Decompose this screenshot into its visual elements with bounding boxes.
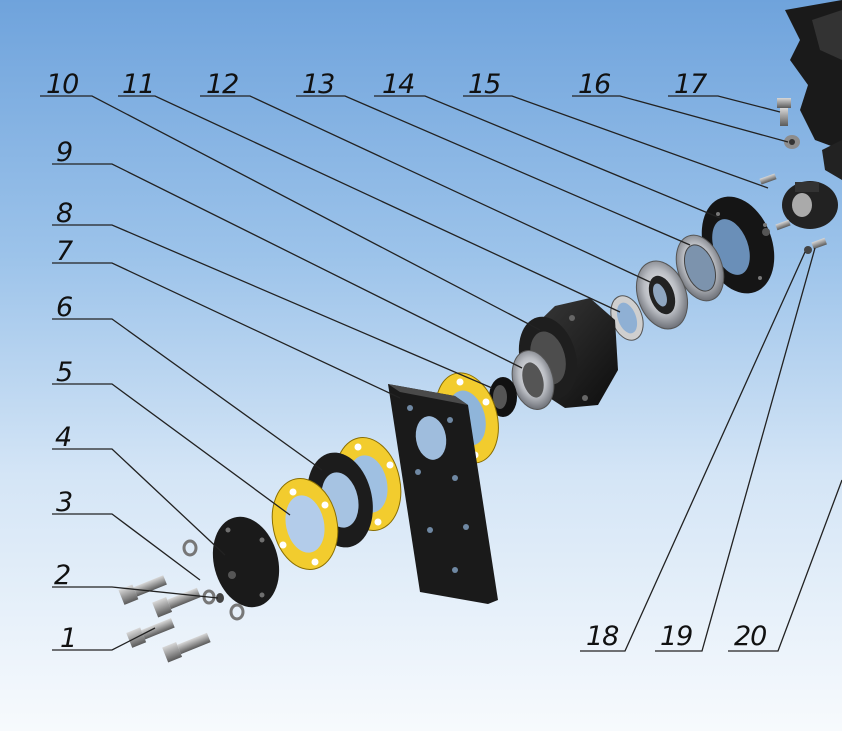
leader-20 — [728, 479, 842, 652]
part-16-nut — [784, 135, 800, 149]
leader-14 — [374, 95, 721, 219]
callout-11: 11 — [122, 69, 154, 100]
leader-8 — [52, 224, 493, 389]
callout-13: 13 — [302, 69, 334, 100]
callout-16: 16 — [578, 69, 610, 100]
callout-10: 10 — [46, 69, 78, 100]
callout-14: 14 — [382, 69, 414, 100]
leader-5 — [52, 383, 291, 516]
callout-9: 9 — [56, 137, 72, 168]
part-13-bearing — [635, 260, 689, 330]
leader-4 — [52, 448, 226, 556]
part-3-cover-plate — [212, 516, 280, 608]
leader-11 — [118, 95, 621, 313]
part-9-sleeve — [489, 377, 517, 417]
part-16-hub — [782, 181, 838, 229]
callout-6: 6 — [56, 292, 72, 323]
leader-16 — [572, 95, 789, 143]
callout-19: 19 — [660, 621, 692, 652]
leader-6 — [52, 318, 323, 471]
leader-10 — [40, 95, 541, 331]
part-1-bolts — [118, 575, 211, 663]
part-7-mounting-plate — [388, 384, 498, 604]
part-10-bearing — [511, 350, 555, 410]
leader-7 — [52, 262, 401, 399]
callout-15: 15 — [468, 69, 500, 100]
part-14-bearing — [675, 234, 725, 302]
callout-17: 17 — [674, 69, 707, 100]
leader-18 — [580, 251, 806, 652]
callout-4: 4 — [55, 422, 71, 453]
leader-17 — [668, 95, 781, 113]
callout-7: 7 — [56, 236, 73, 267]
part-12-ring — [610, 295, 644, 341]
callout-5: 5 — [56, 357, 72, 388]
callout-8: 8 — [56, 198, 72, 229]
leader-2 — [52, 586, 219, 599]
leader-12 — [200, 95, 651, 283]
gearbox-housing-fragment — [785, 0, 842, 180]
part-4-gasket — [271, 478, 339, 570]
leader-lines — [40, 95, 842, 652]
callout-labels: 1 2 3 4 5 6 7 8 9 10 11 12 13 14 15 16 1… — [46, 69, 767, 654]
part-17-bolt — [777, 98, 791, 126]
leader-9 — [52, 163, 523, 369]
leader-13 — [296, 95, 691, 246]
callout-3: 3 — [56, 487, 72, 518]
small-screws-hub — [759, 173, 827, 254]
leader-1 — [52, 627, 156, 651]
callout-1: 1 — [60, 623, 76, 654]
callout-20: 20 — [734, 621, 766, 652]
callout-12: 12 — [206, 69, 238, 100]
leader-15 — [463, 95, 769, 189]
leader-3 — [52, 513, 201, 581]
leader-19 — [655, 247, 816, 652]
callout-2: 2 — [54, 560, 70, 591]
callout-18: 18 — [586, 621, 618, 652]
part-2-washers — [182, 539, 245, 621]
